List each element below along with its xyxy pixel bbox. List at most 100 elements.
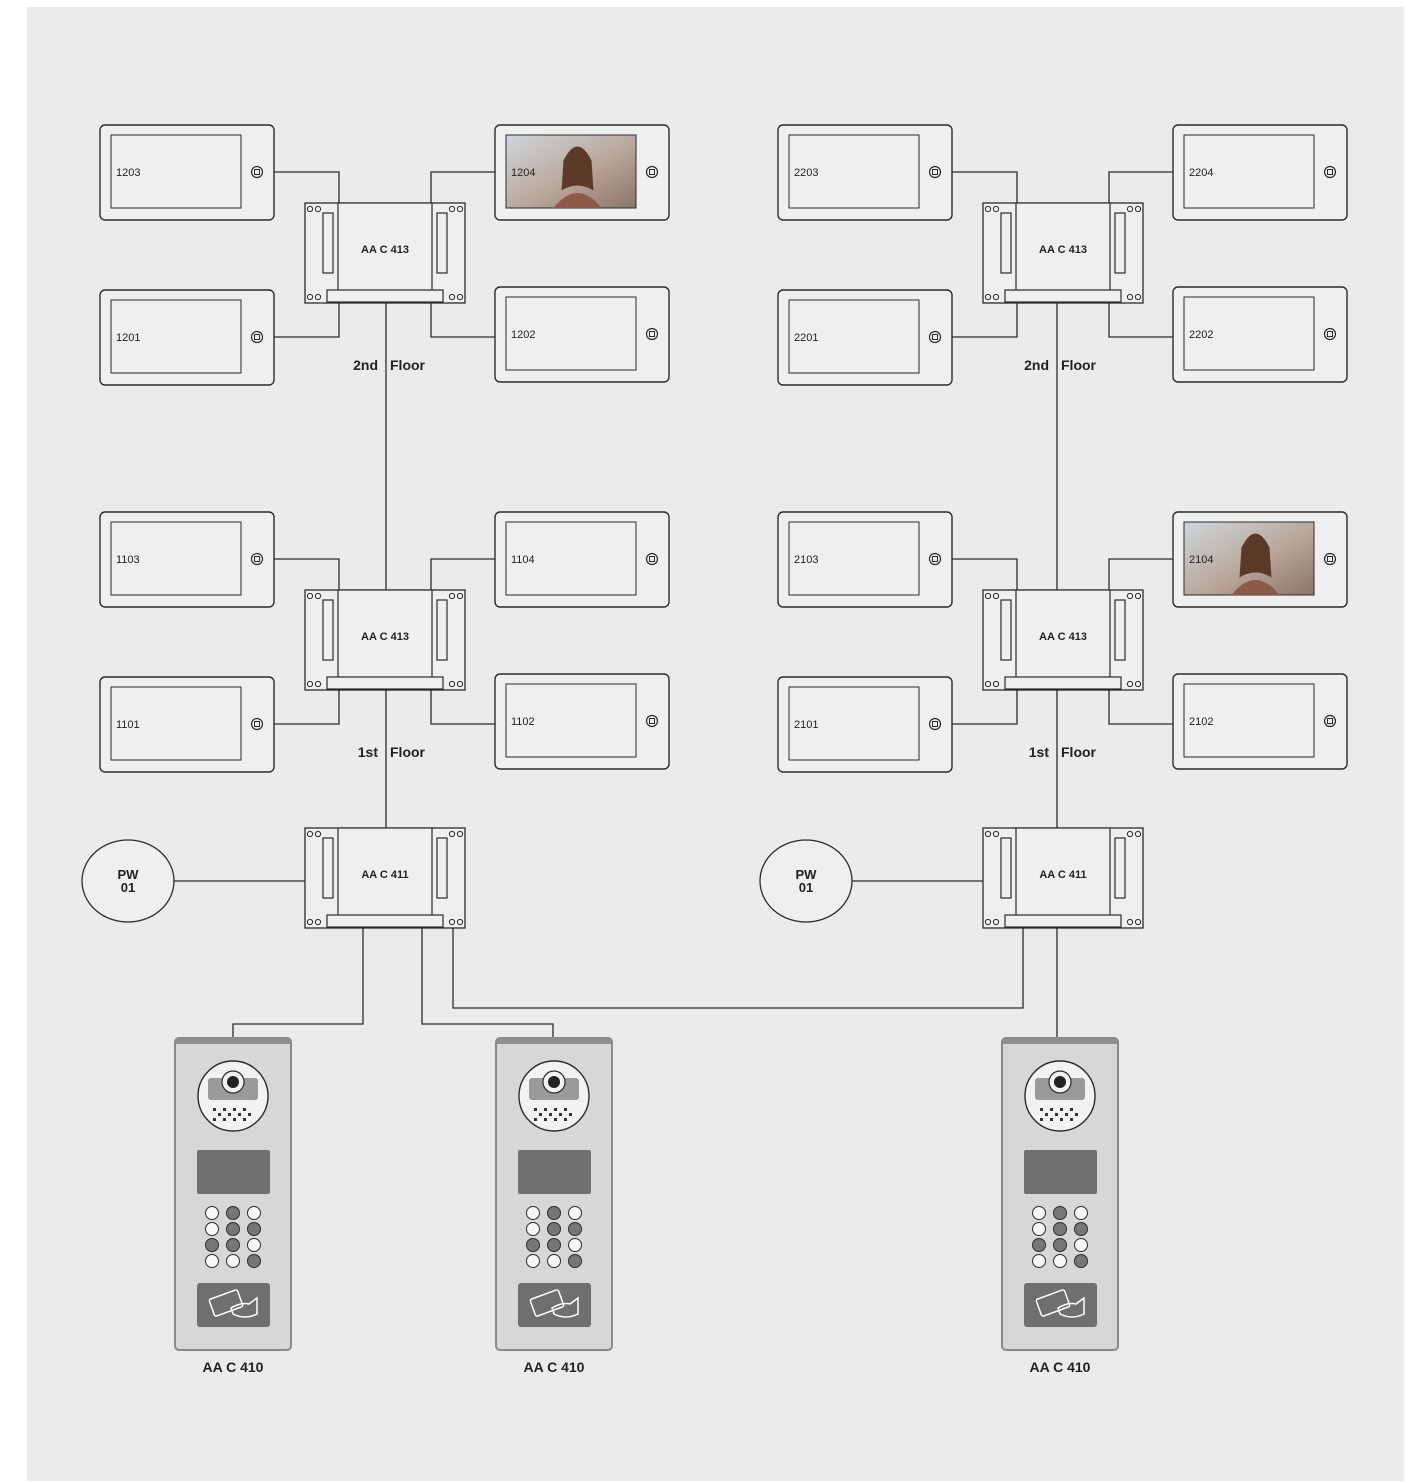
call-button-icon (250, 330, 264, 344)
distributor: AA C 411 (982, 827, 1144, 929)
floor-label: 2nd (353, 357, 378, 373)
card-reader (518, 1283, 591, 1327)
screw-icon (314, 680, 322, 688)
hand-icon (1057, 1296, 1085, 1318)
terminal-slot (322, 599, 334, 661)
distributor-rail (1004, 289, 1122, 303)
speaker-grille (559, 1113, 562, 1116)
screw-icon (448, 680, 456, 688)
floor-label: Floor (1061, 357, 1097, 373)
screen (788, 299, 920, 374)
monitor-label: 2201 (794, 332, 818, 344)
display-screen (518, 1150, 591, 1194)
call-button-icon (1323, 327, 1337, 341)
distributor-label: AA C 413 (361, 631, 409, 643)
screw-icon (1134, 918, 1142, 926)
caller-body (553, 193, 602, 208)
keypad-key (226, 1254, 240, 1268)
screen (788, 521, 920, 596)
distributor-label: AA C 413 (1039, 631, 1087, 643)
monitor: 1201 (99, 289, 275, 386)
keypad-key (247, 1254, 261, 1268)
speaker-grille (539, 1113, 542, 1116)
call-button-icon (645, 714, 659, 728)
keypad-key (247, 1222, 261, 1236)
terminal-slot (436, 837, 448, 899)
power-supply-label: 01 (121, 880, 135, 895)
screw-icon (992, 680, 1000, 688)
wire (1108, 678, 1173, 725)
monitor: 2201 (777, 289, 953, 386)
wire (952, 558, 1018, 590)
wire (1108, 171, 1173, 203)
distributor-rail (1004, 676, 1122, 690)
call-button-icon (928, 165, 942, 179)
screw-icon (992, 592, 1000, 600)
speaker-grille (544, 1108, 547, 1111)
call-button-icon (928, 330, 942, 344)
keypad-key (1053, 1206, 1067, 1220)
door-station: AA C 410 (1001, 1037, 1119, 1375)
screw-icon (306, 205, 314, 213)
speaker-grille (218, 1113, 221, 1116)
call-button-icon (250, 165, 264, 179)
door-station-label: AA C 410 (203, 1359, 264, 1375)
keypad-key (547, 1254, 561, 1268)
floor-label: Floor (1061, 744, 1097, 760)
monitor-label: 2103 (794, 554, 818, 566)
monitor-label: 2202 (1189, 329, 1213, 341)
screen (788, 686, 920, 761)
distributor: AA C 413 (304, 589, 466, 691)
screw-icon (992, 918, 1000, 926)
keypad-key (526, 1254, 540, 1268)
monitor-label: 1202 (511, 329, 535, 341)
monitor-label: 1104 (511, 554, 535, 566)
distributor-label: AA C 413 (1039, 244, 1087, 256)
distributor: AA C 411 (304, 827, 466, 929)
keypad-key (226, 1238, 240, 1252)
keypad-key (1053, 1254, 1067, 1268)
distributor: AA C 413 (304, 202, 466, 304)
distributor-body (337, 827, 433, 917)
speaker-grille (544, 1118, 547, 1121)
screen (505, 296, 637, 371)
keypad-key (1074, 1222, 1088, 1236)
terminal-slot (1000, 212, 1012, 274)
speaker-grille (564, 1118, 567, 1121)
speaker-grille (1070, 1108, 1073, 1111)
distributor-body (337, 202, 433, 292)
screw-icon (984, 680, 992, 688)
screw-icon (448, 592, 456, 600)
terminal-slot (1114, 212, 1126, 274)
screw-icon (984, 205, 992, 213)
speaker-grille (1045, 1113, 1048, 1116)
bus-link-wire (452, 928, 1024, 1009)
hand-icon (230, 1296, 258, 1318)
screen (1183, 683, 1315, 758)
monitor: 1103 (99, 511, 275, 608)
distributor-label: AA C 413 (361, 244, 409, 256)
speaker-grille (1040, 1108, 1043, 1111)
screw-icon (306, 680, 314, 688)
speaker-grille (1060, 1108, 1063, 1111)
speaker-grille (213, 1118, 216, 1121)
caller-body (1231, 580, 1280, 595)
speaker-grille (1070, 1118, 1073, 1121)
distributor-rail (326, 676, 444, 690)
wire (274, 291, 340, 338)
distributor-rail (1004, 914, 1122, 928)
screw-icon (456, 918, 464, 926)
wire (430, 171, 495, 203)
wire (274, 171, 340, 203)
terminal-slot (1000, 837, 1012, 899)
distributor-body (1015, 827, 1111, 917)
wire (1108, 558, 1173, 590)
keypad-key (205, 1238, 219, 1252)
monitor: 2203 (777, 124, 953, 221)
terminal-slot (322, 212, 334, 274)
keypad-key (226, 1222, 240, 1236)
screw-icon (992, 293, 1000, 301)
card-icon (529, 1289, 565, 1317)
floor-label: 2nd (1024, 357, 1049, 373)
